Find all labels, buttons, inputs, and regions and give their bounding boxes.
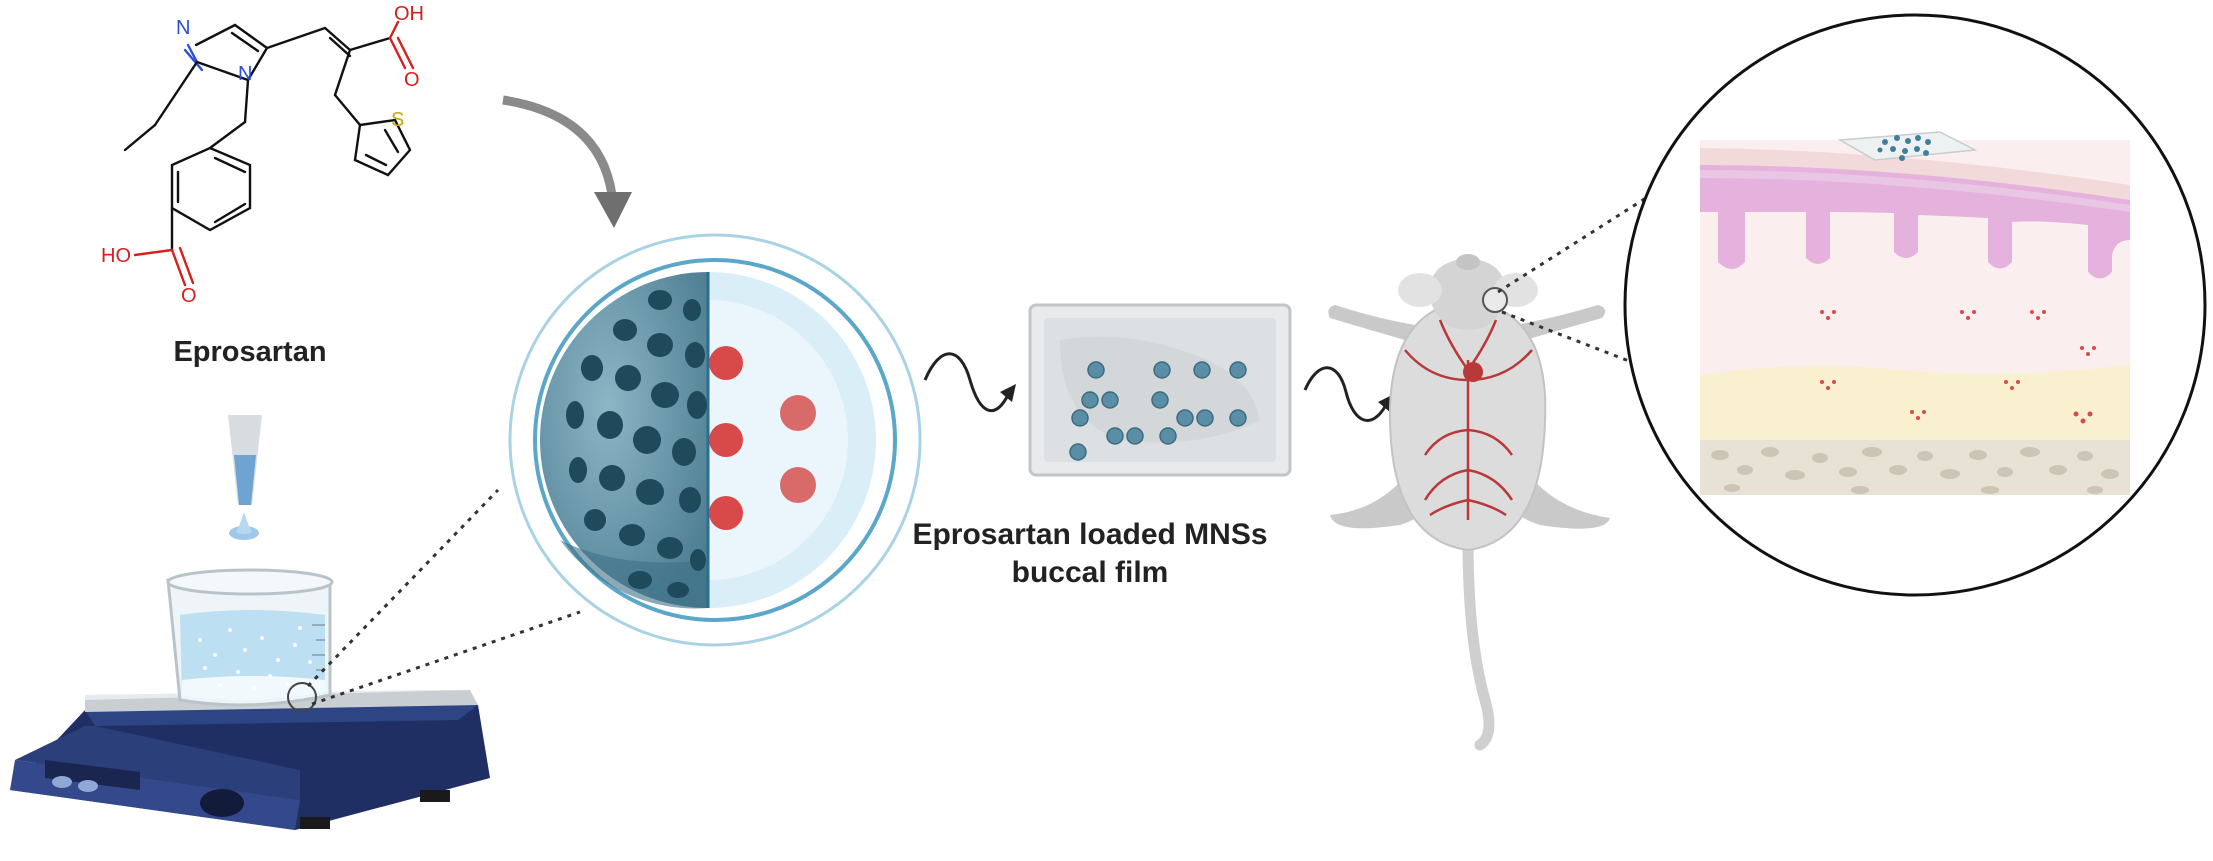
film-caption-line1: Eprosartan loaded MNSs [912, 518, 1268, 551]
applied-film [1837, 131, 1978, 161]
film-caption: Eprosartan loaded MNSs buccal film [880, 516, 1300, 592]
tissue-drug-dots [1820, 310, 2096, 424]
squiggle-arrow-icon [1303, 366, 1394, 422]
atom-ho-left: HO [101, 245, 131, 267]
atom-oh-right: OH [394, 3, 424, 25]
film-particles [1877, 135, 1931, 161]
eprosartan-structure [123, 20, 415, 287]
pipette-icon [228, 415, 262, 540]
sphere-pores [566, 290, 707, 598]
atom-sulfur: S [391, 109, 404, 131]
atom-n-ring: N [238, 63, 252, 85]
squiggle-arrow-icon [923, 352, 1016, 413]
curved-arrow-icon [502, 95, 632, 228]
zoom-line-upper [306, 488, 500, 688]
tissue-zoom [1623, 13, 2207, 597]
nanosphere-zoom [508, 233, 922, 647]
atom-o-left: O [181, 285, 197, 307]
zoom-line-lower [311, 610, 581, 706]
film-caption-line2: buccal film [1011, 556, 1169, 589]
beaker [166, 568, 334, 712]
buccal-film [1028, 303, 1292, 477]
rat-illustration [1328, 254, 1610, 751]
atom-n-top: N [176, 17, 190, 39]
atom-o-right: O [404, 69, 420, 91]
hotplate-stirrer [10, 690, 490, 830]
buccal-site [1482, 287, 1508, 313]
drug-name-label: Eprosartan [173, 336, 327, 368]
zoom-spot [287, 682, 317, 712]
film-nanospheres [1069, 361, 1247, 461]
drug-particles [709, 346, 816, 530]
zoom-line-upper [1497, 168, 1691, 294]
